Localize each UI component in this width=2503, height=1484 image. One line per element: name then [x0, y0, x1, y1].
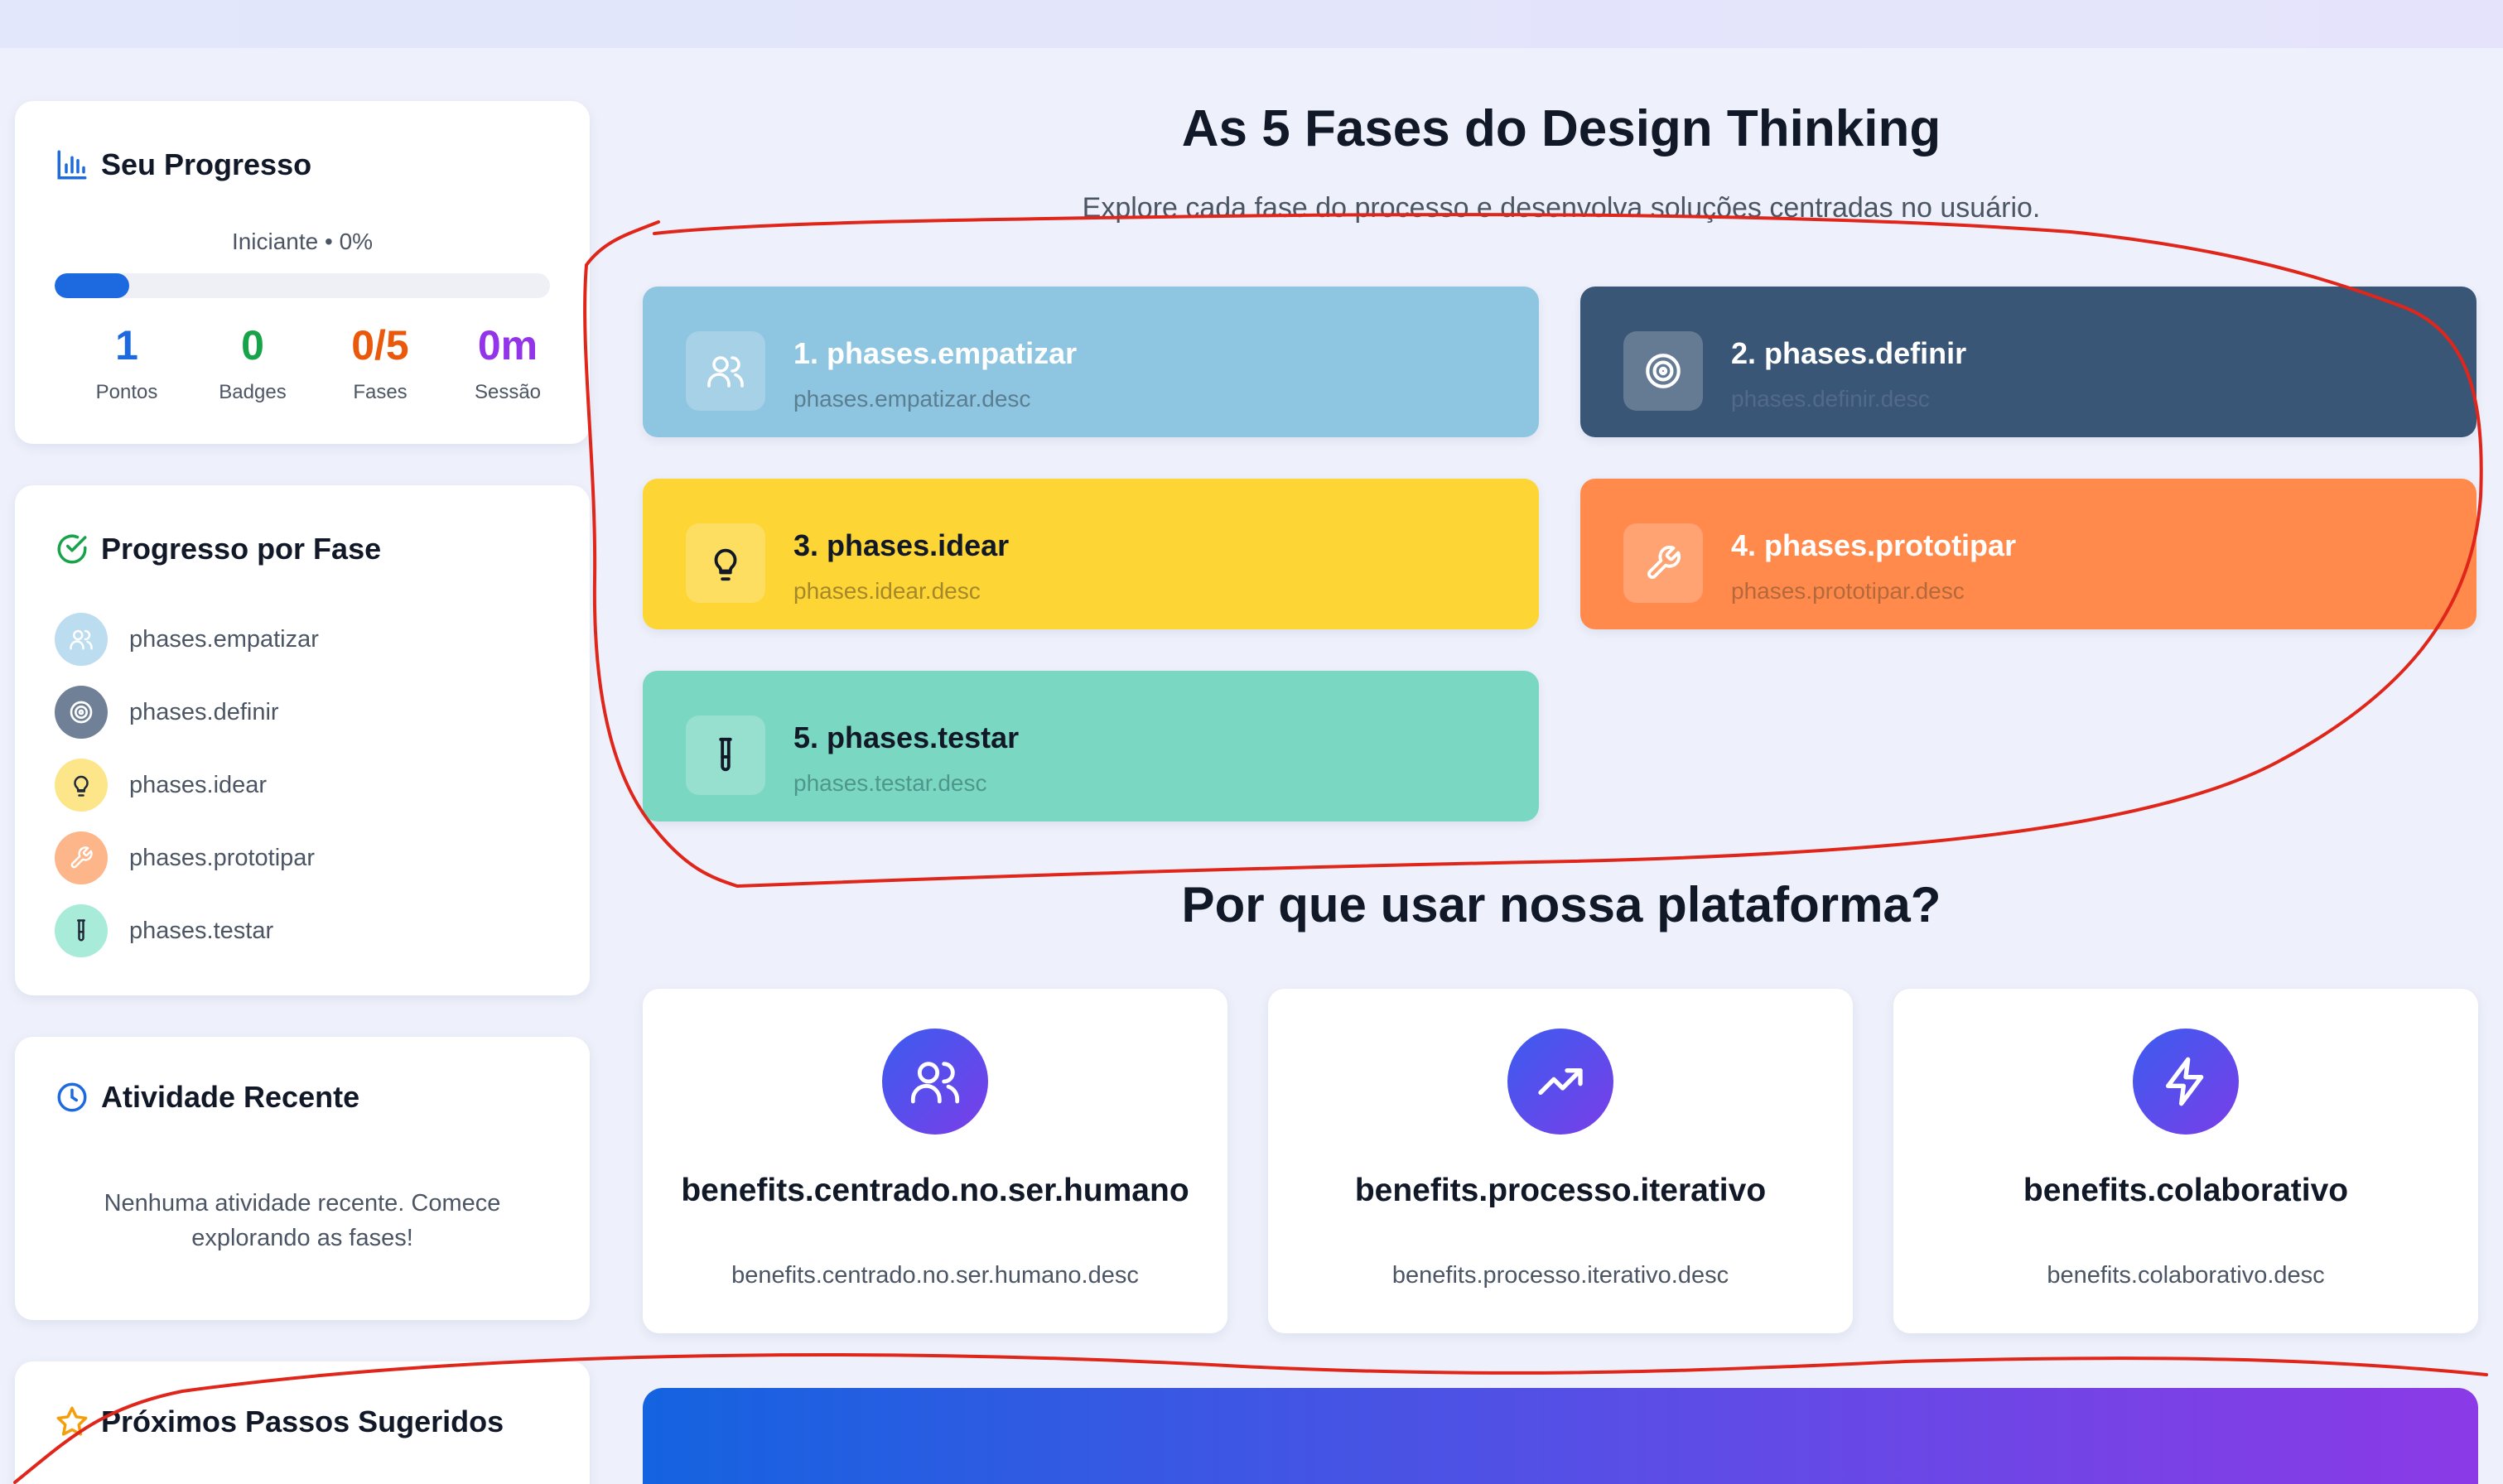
stat-label: Sessão — [474, 381, 542, 403]
stat-label: Fases — [353, 381, 408, 403]
users-icon — [882, 1029, 988, 1135]
phase-progress-card: Progresso por Fase phases.empatizar phas… — [15, 485, 590, 995]
progress-title: Seu Progresso — [101, 147, 312, 181]
phase-name: 2. phases.definir — [1731, 336, 1967, 370]
lightbulb-icon — [55, 759, 108, 812]
phase-card-idear[interactable]: 3. phases.idear phases.idear.desc — [643, 479, 1539, 629]
wrench-icon — [1623, 523, 1703, 603]
target-icon — [55, 686, 108, 739]
phase-card-prototipar[interactable]: 4. phases.prototipar phases.prototipar.d… — [1580, 479, 2476, 629]
stat-points: 1 Pontos — [65, 325, 189, 404]
phase-description: phases.definir.desc — [1731, 386, 1930, 412]
bar-chart-icon — [57, 150, 87, 180]
target-icon — [1623, 331, 1703, 411]
benefit-card-collaborative: benefits.colaborativo benefits.colaborat… — [1893, 989, 2478, 1333]
clock-icon — [57, 1082, 87, 1112]
phase-progress-item-prototipar[interactable]: phases.prototipar — [55, 831, 315, 884]
phase-progress-label: phases.empatizar — [129, 625, 319, 653]
phase-description: phases.prototipar.desc — [1731, 578, 1965, 604]
stat-label: Badges — [219, 381, 287, 403]
benefit-description: benefits.processo.iterativo.desc — [1391, 1262, 1729, 1289]
benefit-description: benefits.centrado.no.ser.humano.desc — [731, 1262, 1139, 1289]
phase-description: phases.empatizar.desc — [793, 386, 1031, 412]
trending-up-icon — [1507, 1029, 1613, 1135]
phase-progress-label: phases.testar — [129, 917, 274, 944]
phase-name: 3. phases.idear — [793, 528, 1010, 562]
benefit-title: benefits.centrado.no.ser.humano — [681, 1173, 1189, 1208]
progress-bar-fill — [55, 273, 129, 298]
stat-label: Pontos — [95, 381, 158, 403]
test-tube-icon — [686, 716, 765, 795]
phase-progress-item-testar[interactable]: phases.testar — [55, 904, 273, 957]
benefit-title: benefits.processo.iterativo — [1354, 1173, 1767, 1208]
users-icon — [686, 331, 765, 411]
stat-value: 0/5 — [351, 322, 409, 369]
phase-progress-title: Progresso por Fase — [101, 532, 382, 566]
users-icon — [55, 613, 108, 666]
stat-badges: 0 Badges — [190, 325, 315, 404]
stat-session: 0m Sessão — [446, 325, 570, 404]
phase-progress-item-empatizar[interactable]: phases.empatizar — [55, 613, 319, 666]
star-icon — [56, 1406, 88, 1436]
cta-banner[interactable] — [643, 1388, 2478, 1484]
lightbulb-icon — [686, 523, 765, 603]
wrench-icon — [55, 831, 108, 884]
phase-name: 4. phases.prototipar — [1731, 528, 2017, 562]
next-steps-title: Próximos Passos Sugeridos — [101, 1404, 504, 1438]
progress-card: Seu Progresso Iniciante • 0% 1 Pontos 0 … — [15, 101, 590, 444]
benefit-card-iterative: benefits.processo.iterativo benefits.pro… — [1268, 989, 1853, 1333]
benefit-card-human-centered: benefits.centrado.no.ser.humano benefits… — [643, 989, 1227, 1333]
phase-progress-label: phases.idear — [129, 771, 268, 798]
lightning-icon — [2133, 1029, 2239, 1135]
phase-name: 5. phases.testar — [793, 720, 1020, 754]
level-text: Iniciante • 0% — [231, 229, 374, 254]
recent-activity-card: Atividade Recente Nenhuma atividade rece… — [15, 1037, 590, 1320]
next-steps-card: Próximos Passos Sugeridos — [15, 1361, 590, 1484]
benefit-title: benefits.colaborativo — [2023, 1173, 2349, 1208]
phase-description: phases.testar.desc — [793, 770, 987, 796]
phase-card-testar[interactable]: 5. phases.testar phases.testar.desc — [643, 671, 1539, 822]
phase-card-definir[interactable]: 2. phases.definir phases.definir.desc — [1580, 287, 2476, 437]
test-tube-icon — [55, 904, 108, 957]
phase-progress-item-definir[interactable]: phases.definir — [55, 686, 279, 739]
phase-card-empatizar[interactable]: 1. phases.empatizar phases.empatizar.des… — [643, 287, 1539, 437]
recent-activity-title: Atividade Recente — [101, 1080, 360, 1114]
stat-phases: 0/5 Fases — [318, 325, 442, 404]
progress-bar — [55, 273, 550, 298]
check-circle-icon — [57, 534, 87, 564]
page-subtitle: Explore cada fase do processo e desenvol… — [1082, 192, 2041, 224]
phase-description: phases.idear.desc — [793, 578, 981, 604]
stat-value: 0 — [241, 322, 264, 369]
benefit-description: benefits.colaborativo.desc — [2047, 1262, 2325, 1289]
phase-progress-label: phases.prototipar — [129, 844, 316, 871]
benefits-title: Por que usar nossa plataforma? — [1181, 877, 1941, 932]
stat-value: 0m — [477, 322, 538, 369]
phase-progress-label: phases.definir — [129, 698, 279, 725]
phase-name: 1. phases.empatizar — [793, 336, 1078, 370]
phase-progress-item-idear[interactable]: phases.idear — [55, 759, 267, 812]
stat-value: 1 — [115, 322, 138, 369]
recent-activity-empty-text: Nenhuma atividade recente. Comece explor… — [104, 1190, 501, 1252]
top-header-bar — [0, 0, 2503, 48]
page-title: As 5 Fases do Design Thinking — [1181, 100, 1941, 157]
